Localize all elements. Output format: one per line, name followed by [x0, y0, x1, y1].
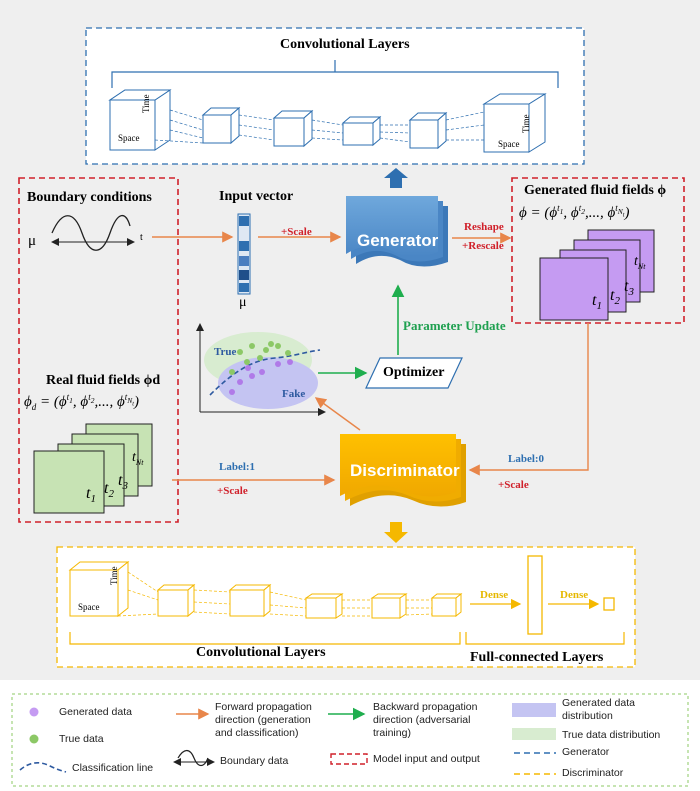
true-label: True: [214, 346, 237, 358]
legend-discriminator-label: Discriminator: [562, 767, 624, 779]
gen-t2: t2: [610, 287, 620, 308]
reshape-label: Reshape: [464, 221, 504, 233]
boundary-t: t: [140, 232, 143, 243]
real-fields-formula: ϕd = (ϕt1, ϕt2,..., ϕtNt): [24, 392, 139, 412]
boundary-and-real-box: [18, 177, 179, 523]
bottom-time-label: Time: [109, 566, 119, 585]
top-time-label-right: Time: [521, 114, 531, 133]
generated-fields-box: [511, 177, 685, 324]
top-time-label: Time: [141, 94, 151, 113]
discriminator-label: Discriminator: [350, 461, 460, 480]
real-t2: t2: [104, 480, 114, 501]
generator-up-arrow: [384, 168, 408, 188]
discriminator-to-distribution-arrow: [314, 397, 361, 431]
legend-boundary-label: Boundary data: [220, 755, 289, 767]
gen-t1: t1: [592, 292, 602, 313]
generated-to-discriminator-arrow: [468, 323, 589, 476]
legend-generator-label: Generator: [562, 746, 610, 758]
top-space-label-right: Space: [498, 139, 520, 149]
real-fields-title: Real fluid fields ϕd: [46, 373, 161, 388]
discriminator-down-arrow: [384, 522, 408, 543]
boundary-mu: μ: [28, 233, 37, 249]
generated-fields-title: Generated fluid fields ϕ: [524, 183, 667, 198]
discriminator-block: [340, 434, 466, 507]
bottom-conv-bracket: [69, 632, 461, 645]
legend-forward-label: Forward propagation direction (generatio…: [215, 701, 312, 739]
top-conv-dashes: [154, 109, 485, 144]
gen-tn: tNt: [634, 254, 646, 271]
top-space-label-left: Space: [118, 133, 140, 143]
input-vector-bar: [237, 213, 251, 295]
top-conv-title: Convolutional Layers: [280, 37, 410, 52]
distribution-plot: [196, 323, 326, 416]
legend-model-io-label: Model input and output: [373, 753, 480, 765]
legend-generated-label: Generated data: [59, 706, 132, 718]
generated-fields-stack: [539, 229, 655, 321]
output-node: [603, 597, 615, 611]
generated-fields-formula: ϕ = (ϕt1, ϕt2,..., ϕtNt): [519, 203, 630, 221]
legend-true-dist: [512, 728, 556, 740]
boundary-title: Boundary conditions: [27, 190, 152, 205]
bottom-conv-dashed-box: [56, 546, 636, 668]
real-fields-stack: [33, 423, 153, 514]
real-t3: t3: [118, 472, 128, 493]
input-vector-title: Input vector: [219, 189, 294, 204]
legend-backward-label: Backward propagation direction (adversar…: [373, 701, 478, 739]
bottom-fc-title: Full-connected Layers: [470, 650, 604, 665]
parameter-update-label: Parameter Update: [403, 318, 506, 333]
legend-gen-dist: [512, 703, 556, 717]
dense-label-2: Dense: [560, 589, 589, 601]
bottom-fc-bracket: [465, 632, 625, 645]
legend-box: [11, 693, 689, 787]
legend-true-dist-label: True data distribution: [562, 729, 661, 741]
gen-t3: t3: [624, 278, 634, 299]
dense-layer-bar: [527, 555, 543, 635]
legend-boundary-symbol: [173, 749, 215, 767]
label-1: Label:1: [219, 461, 256, 473]
optimizer-shape: [365, 357, 463, 389]
bottom-conv-dashes: [117, 571, 433, 617]
dense-label-1: Dense: [480, 589, 509, 601]
optimizer-label: Optimizer: [383, 365, 445, 380]
legend-generated-dot: [29, 707, 39, 717]
fake-label: Fake: [282, 388, 306, 400]
legend-true-dot: [29, 734, 39, 744]
real-tn: tNt: [132, 450, 144, 467]
scale-left-label: +Scale: [217, 485, 248, 497]
legend-classification-label: Classification line: [72, 762, 154, 774]
label-0: Label:0: [508, 453, 545, 465]
input-vector-mu: μ: [239, 295, 247, 310]
boundary-sine: [51, 214, 131, 251]
bottom-conv-title: Convolutional Layers: [196, 645, 326, 660]
generator-block: [346, 196, 448, 267]
bottom-space-label: Space: [78, 602, 100, 612]
rescale-label: +Rescale: [462, 240, 504, 252]
generator-label: Generator: [357, 231, 439, 250]
top-conv-cubes: [108, 89, 547, 153]
legend-gen-dist-label: Generated data distribution: [562, 697, 635, 722]
top-conv-bracket: [111, 60, 559, 88]
bottom-conv-cubes: [68, 560, 463, 619]
real-t1: t1: [86, 485, 96, 506]
legend-classification-line: [19, 762, 67, 773]
scale-right-label: +Scale: [498, 479, 529, 491]
input-scale-label: +Scale: [281, 226, 312, 238]
legend-true-label: True data: [59, 733, 104, 745]
legend-model-io: [330, 753, 368, 765]
